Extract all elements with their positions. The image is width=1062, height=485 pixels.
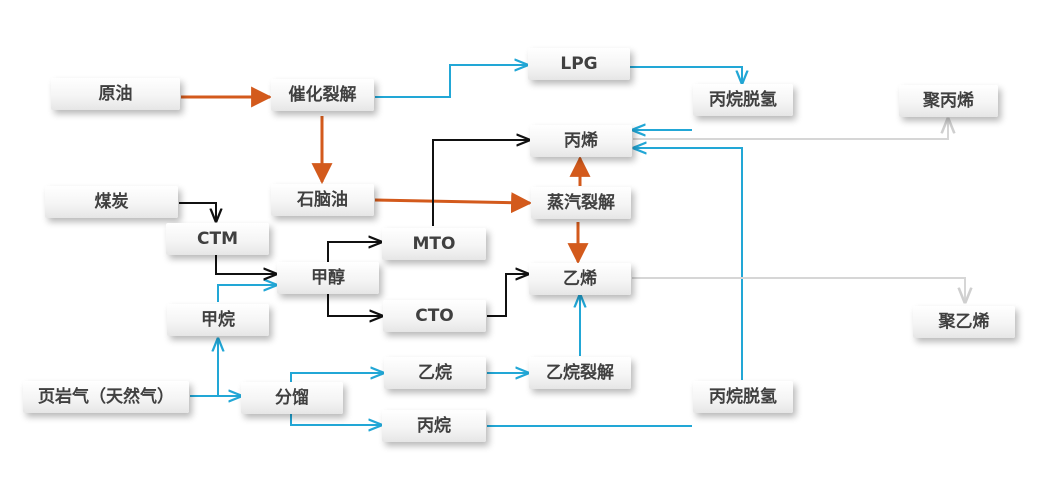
edge-methanol-to-mto	[327, 242, 381, 262]
edge-pdh-bottom-to-propylene	[634, 148, 743, 380]
node-label: 页岩气（天然气）	[38, 387, 174, 407]
node-label: 乙烯	[563, 269, 597, 289]
node-propane-dehydrogenation-top: 丙烷脱氢	[693, 84, 793, 116]
edge-lpg-to-pdh	[630, 66, 742, 83]
node-ethylene: 乙烯	[529, 263, 631, 295]
node-label: 催化裂解	[288, 85, 357, 105]
node-label: CTO	[415, 306, 454, 326]
node-label: 分馏	[275, 388, 309, 408]
node-label: MTO	[412, 234, 456, 254]
node-label: 丙烷脱氢	[709, 387, 777, 407]
node-methane: 甲烷	[167, 304, 269, 336]
node-crude-oil: 原油	[51, 78, 180, 110]
node-naphtha: 石脑油	[271, 184, 374, 216]
node-label: 丙烷	[417, 416, 451, 436]
edge-methane-to-methanol	[217, 285, 276, 302]
node-mto: MTO	[382, 228, 486, 260]
node-label: 甲烷	[201, 310, 235, 330]
node-label: 乙烷	[418, 363, 452, 383]
node-coal: 煤炭	[45, 186, 178, 218]
edge-fractionation-to-ethane	[290, 373, 383, 382]
node-catalytic-cracking: 催化裂解	[271, 79, 374, 111]
edge-fractionation-to-propane	[290, 412, 381, 425]
node-lpg: LPG	[528, 48, 630, 80]
node-propane-dehydrogenation-bottom: 丙烷脱氢	[693, 381, 793, 413]
node-label: 聚丙烯	[923, 91, 974, 111]
edge-mto-to-propylene	[432, 140, 529, 226]
node-label: 煤炭	[94, 192, 129, 212]
edge-coal-to-ctm	[179, 202, 216, 221]
node-label: 乙烷裂解	[546, 363, 614, 383]
node-label: 丙烯	[564, 131, 598, 151]
edge-ethylene-to-polyethylene	[632, 277, 965, 302]
node-label: 蒸汽裂解	[547, 193, 615, 213]
node-label: 丙烷脱氢	[709, 90, 777, 110]
node-ethane: 乙烷	[384, 357, 486, 389]
node-cto: CTO	[383, 300, 486, 332]
node-ctm: CTM	[166, 223, 269, 255]
node-polyethylene: 聚乙烯	[913, 306, 1015, 338]
edge-ctm-to-methanol	[215, 255, 276, 274]
node-label: 聚乙烯	[938, 312, 990, 332]
node-methanol: 甲醇	[277, 262, 379, 294]
edge-naphtha-to-steam-cracking	[374, 192, 533, 214]
node-polypropylene: 聚丙烯	[899, 85, 998, 117]
node-shale-gas: 页岩气（天然气）	[23, 381, 189, 413]
node-label: 甲醇	[311, 268, 345, 288]
node-fractionation: 分馏	[241, 382, 343, 414]
node-label: 石脑油	[297, 190, 348, 210]
node-propane: 丙烷	[382, 410, 486, 442]
node-label: 原油	[98, 84, 133, 104]
edge-cto-to-ethylene	[487, 274, 528, 317]
node-steam-cracking: 蒸汽裂解	[531, 187, 631, 219]
edge-propylene-to-polypropylene	[633, 119, 948, 140]
node-propylene: 丙烯	[530, 125, 632, 157]
edge-catalytic-cracking-to-lpg	[375, 65, 527, 98]
node-label: LPG	[560, 54, 598, 74]
node-label: CTM	[197, 229, 238, 249]
node-ethane-cracking: 乙烷裂解	[529, 357, 631, 389]
edge-methanol-to-cto	[327, 292, 382, 316]
